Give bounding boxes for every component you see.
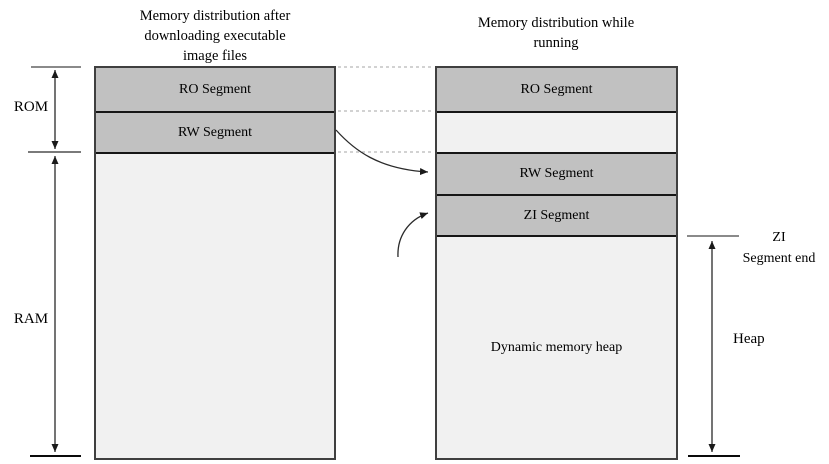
right-segment-rw-label: RW Segment xyxy=(519,166,594,181)
left-segment-empty xyxy=(96,154,334,458)
right-segment-heap: Dynamic memory heap xyxy=(437,237,676,458)
rw-mapping-arrow xyxy=(335,129,429,176)
left-title-line-1: Memory distribution after xyxy=(139,8,291,24)
heap-bracket-label: Heap xyxy=(733,331,765,347)
left-memory-box: RO Segment RW Segment xyxy=(94,66,336,460)
right-memory-box: RO Segment RW Segment ZI Segment Dynamic… xyxy=(435,66,678,460)
right-title-line-1: Memory distribution while xyxy=(477,15,635,31)
left-segment-ro: RO Segment xyxy=(96,68,334,113)
right-segment-rw: RW Segment xyxy=(437,154,676,196)
left-segment-rw: RW Segment xyxy=(96,113,334,154)
zi-segment-end-line-1: ZI xyxy=(772,230,786,245)
rom-bracket-label: ROM xyxy=(13,99,49,115)
zi-segment-end-line-2: Segment end xyxy=(742,251,816,266)
right-segment-ro: RO Segment xyxy=(437,68,676,113)
left-segment-ro-label: RO Segment xyxy=(179,81,251,97)
left-title-line-3: image files xyxy=(182,48,248,64)
right-segment-ro-label: RO Segment xyxy=(520,81,593,97)
right-title-line-2: running xyxy=(533,35,579,51)
ram-bracket-label: RAM xyxy=(13,311,49,327)
right-column-title: Memory distribution while running xyxy=(441,13,671,53)
zi-mapping-arrow xyxy=(397,212,429,258)
right-segment-heap-label: Dynamic memory heap xyxy=(490,339,623,355)
left-segment-rw-label: RW Segment xyxy=(177,124,253,140)
zi-segment-end-label: ZI Segment end xyxy=(724,227,829,269)
left-title-line-2: downloading executable xyxy=(144,28,286,44)
right-segment-zi-label: ZI Segment xyxy=(523,207,590,223)
right-segment-gap xyxy=(437,113,676,154)
right-segment-zi: ZI Segment xyxy=(437,196,676,237)
left-column-title: Memory distribution after downloading ex… xyxy=(100,6,330,66)
